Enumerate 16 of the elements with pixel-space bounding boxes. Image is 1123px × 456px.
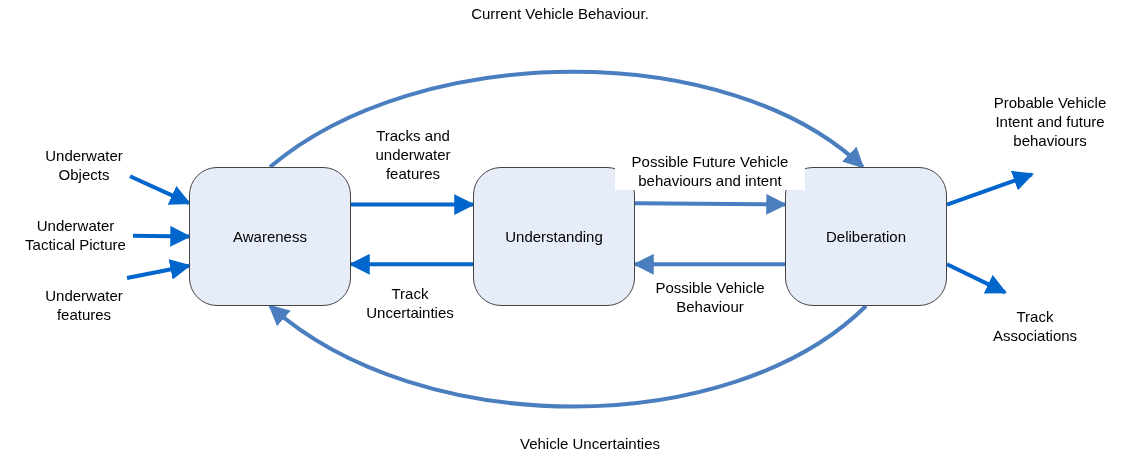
arrow xyxy=(129,174,191,205)
box-label: Awareness xyxy=(233,227,307,246)
arrow xyxy=(946,262,1007,295)
arrow xyxy=(268,69,865,169)
process-box xyxy=(785,167,947,306)
process-box xyxy=(189,167,351,306)
input-output-label: Track Associations xyxy=(991,307,1079,345)
arrow xyxy=(268,304,868,409)
arrow xyxy=(946,170,1034,207)
box-label: Deliberation xyxy=(825,227,906,246)
input-output-label: Probable Vehicle Intent and future behaviours xyxy=(992,92,1108,150)
input-output-label: Underwater features xyxy=(44,286,124,324)
box-label: Understanding xyxy=(505,227,603,246)
input-output-label: Underwater Objects xyxy=(44,146,124,184)
process-box xyxy=(473,167,635,306)
input-output-label: Underwater Tactical Picture xyxy=(24,216,127,254)
